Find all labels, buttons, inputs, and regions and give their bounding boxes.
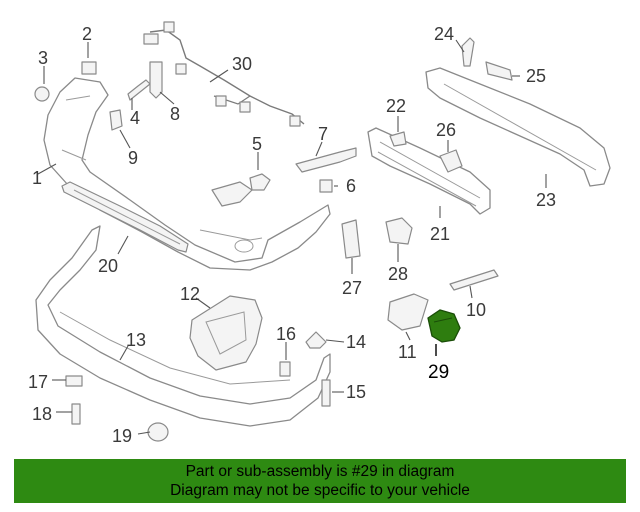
callout-19: 19 — [112, 426, 132, 446]
part-5-nut — [249, 173, 271, 191]
callout-10: 10 — [466, 300, 486, 320]
callout-6: 6 — [346, 176, 356, 196]
callout-12: 12 — [180, 284, 200, 304]
part-12-bracket — [189, 295, 263, 371]
info-banner: Part or sub-assembly is #29 in diagram D… — [14, 459, 626, 503]
part-18-bolt — [71, 403, 81, 425]
callout-17: 17 — [28, 372, 48, 392]
callout-23: 23 — [536, 190, 556, 210]
part-24-bracket — [461, 37, 475, 67]
callout-26: 26 — [436, 120, 456, 140]
part-21-absorber — [367, 127, 491, 215]
part-27-bracket — [341, 219, 361, 259]
part-26-bracket — [439, 149, 463, 173]
callout-labels: 1 2 3 4 5 6 7 8 9 10 11 12 13 14 15 16 1… — [28, 24, 556, 446]
part-17-clip — [65, 375, 83, 387]
part-30-harness — [143, 21, 305, 127]
callout-4: 4 — [130, 108, 140, 128]
callout-5: 5 — [252, 134, 262, 154]
part-15-bolt — [321, 379, 331, 407]
part-10-strip — [449, 269, 499, 291]
callout-13: 13 — [126, 330, 146, 350]
callout-14: 14 — [346, 332, 366, 352]
part-29-sensor-highlighted — [427, 309, 461, 343]
part-4-bolt — [127, 79, 151, 101]
part-13-lower-fascia — [35, 225, 331, 427]
part-25-bracket — [485, 61, 513, 81]
part-19-cap — [147, 422, 169, 442]
callout-11: 11 — [398, 342, 417, 362]
callout-8: 8 — [170, 104, 180, 124]
callout-16: 16 — [276, 324, 296, 344]
callout-7: 7 — [318, 124, 328, 144]
part-14-clip — [305, 331, 327, 349]
part-8-bracket — [149, 61, 163, 99]
part-3-screw — [34, 86, 50, 102]
callout-25: 25 — [526, 66, 546, 86]
callout-18: 18 — [32, 404, 52, 424]
callout-20: 20 — [98, 256, 118, 276]
banner-line-1: Part or sub-assembly is #29 in diagram — [185, 463, 455, 480]
callout-28: 28 — [388, 264, 408, 284]
part-16-clip — [279, 361, 291, 377]
leader-lines — [37, 39, 547, 435]
callout-1: 1 — [32, 168, 42, 188]
part-28-bracket — [385, 217, 413, 245]
banner-line-2: Diagram may not be specific to your vehi… — [170, 482, 470, 499]
part-2-clip — [81, 61, 97, 75]
callout-24: 24 — [434, 24, 454, 44]
part-23-beam — [425, 67, 611, 187]
part-9-clip — [109, 109, 123, 131]
callout-3: 3 — [38, 48, 48, 68]
callout-29: 29 — [428, 362, 449, 383]
part-7-bracket — [295, 147, 357, 173]
part-22-clip — [389, 131, 407, 147]
callout-9: 9 — [128, 148, 138, 168]
part-11-bracket — [387, 293, 429, 331]
callout-15: 15 — [346, 382, 366, 402]
callout-2: 2 — [82, 24, 92, 44]
part-20-step-pad — [61, 181, 189, 253]
callout-30: 30 — [232, 54, 252, 74]
callout-21: 21 — [430, 224, 450, 244]
callout-27: 27 — [342, 278, 362, 298]
part-6-clip — [319, 179, 333, 193]
callout-22: 22 — [386, 96, 406, 116]
